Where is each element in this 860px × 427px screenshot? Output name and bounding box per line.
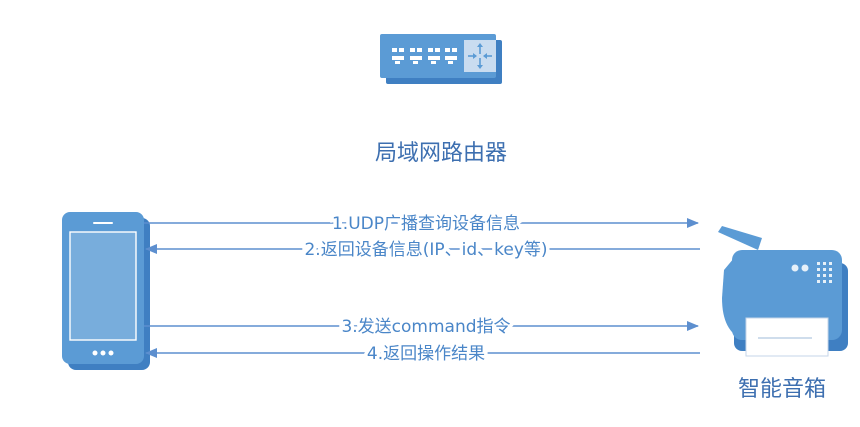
message-label-4: 4.返回操作结果	[367, 344, 485, 364]
router-label: 局域网路由器	[375, 141, 507, 166]
smart-speaker-icon	[718, 226, 848, 357]
smartphone-icon	[62, 212, 150, 370]
router-icon	[380, 34, 502, 84]
message-label-2: 2.返回设备信息(IP、id、key等)	[304, 240, 547, 260]
speaker-label: 智能音箱	[738, 377, 826, 402]
message-label-1: 1.UDP广播查询设备信息	[332, 214, 520, 234]
message-label-3: 3.发送command指令	[341, 317, 510, 337]
